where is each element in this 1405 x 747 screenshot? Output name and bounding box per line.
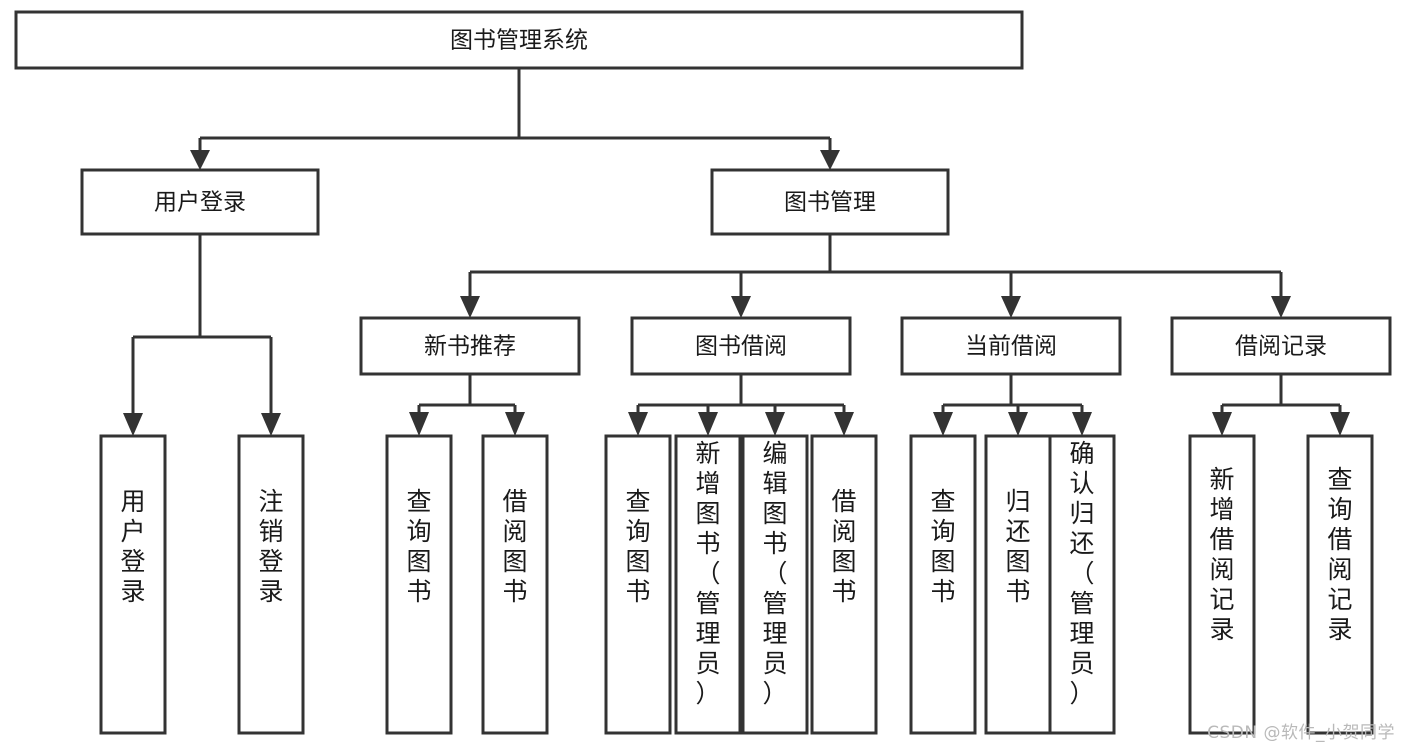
node-borrow-record-label: 借阅记录: [1235, 334, 1327, 360]
leaf-node-user-login[interactable]: 用户登录: [99, 434, 167, 735]
leaf-node-query-book-1[interactable]: 查询图书: [385, 434, 453, 735]
arrow-head-new-book-rec: [460, 296, 480, 318]
leaf-query-book-3-label: 查询图书: [930, 487, 955, 606]
leaf-logout-box: [237, 434, 305, 735]
node-new-book-recommend[interactable]: 新书推荐: [359, 316, 581, 376]
leaf-node-borrow-book-1[interactable]: 借阅图书: [481, 434, 549, 735]
arrow-head-leaf-return-book: [1008, 412, 1028, 436]
leaf-query-book-1-label: 查询图书: [406, 487, 431, 606]
arrow-head-leaf-query-book-1: [409, 412, 429, 436]
leaf-node-query-borrow-record[interactable]: 查询借阅记录: [1306, 434, 1374, 735]
leaf-confirm-return-admin-box: [1048, 434, 1116, 735]
node-book-borrow[interactable]: 图书借阅: [630, 316, 852, 376]
leaf-user-login-box: [99, 434, 167, 735]
arrow-head-book-mgmt: [820, 150, 840, 170]
node-root-system[interactable]: 图书管理系统: [14, 10, 1024, 70]
arrow-head-leaf-confirm-return: [1072, 412, 1092, 436]
leaf-add-book-admin-label: 新增图书（管理员）: [695, 439, 720, 708]
arrow-head-leaf-borrow-book-2: [834, 412, 854, 436]
arrow-head-leaf-add-book: [698, 412, 718, 436]
arrow-head-leaf-logout: [261, 413, 281, 436]
leaf-node-borrow-book-2[interactable]: 借阅图书: [810, 434, 878, 735]
node-root-box: [14, 10, 1024, 70]
arrow-head-leaf-edit-book: [765, 412, 785, 436]
leaf-add-book-admin-box: [674, 434, 742, 735]
node-new-book-recommend-box: [359, 316, 581, 376]
node-current-borrow-label: 当前借阅: [965, 334, 1057, 360]
leaf-query-book-2-label: 查询图书: [625, 487, 650, 606]
node-current-borrow[interactable]: 当前借阅: [900, 316, 1122, 376]
leaf-query-book-3-box: [909, 434, 977, 735]
connector-layer: [123, 68, 1350, 436]
node-user-login-label: 用户登录: [154, 190, 246, 216]
leaf-query-borrow-record-label: 查询借阅记录: [1327, 465, 1352, 644]
leaf-query-borrow-record-box: [1306, 434, 1374, 735]
arrow-head-user-login: [190, 150, 210, 170]
leaf-query-book-1-box: [385, 434, 453, 735]
arrow-head-leaf-query-record: [1330, 412, 1350, 436]
node-new-book-recommend-label: 新书推荐: [424, 334, 516, 360]
node-root-label: 图书管理系统: [450, 28, 588, 54]
leaf-return-book-label: 归还图书: [1005, 487, 1030, 606]
leaf-edit-book-admin-box: [741, 434, 809, 735]
arrow-head-leaf-user-login: [123, 413, 143, 436]
csdn-watermark: CSDN @软件_小贺同学: [1207, 723, 1395, 743]
arrow-head-current-borrow: [1001, 296, 1021, 318]
leaf-add-borrow-record-label: 新增借阅记录: [1209, 465, 1234, 644]
node-user-login-box: [80, 168, 320, 236]
leaf-node-add-borrow-record[interactable]: 新增借阅记录: [1188, 434, 1256, 735]
leaf-borrow-book-1-box: [481, 434, 549, 735]
arrow-head-leaf-query-book-3: [933, 412, 953, 436]
leaf-borrow-book-1-label: 借阅图书: [502, 487, 527, 606]
node-book-management-label: 图书管理: [784, 190, 876, 216]
node-borrow-record[interactable]: 借阅记录: [1170, 316, 1392, 376]
node-book-borrow-label: 图书借阅: [695, 334, 787, 360]
node-borrow-record-box: [1170, 316, 1392, 376]
leaf-add-borrow-record-box: [1188, 434, 1256, 735]
arrow-head-leaf-borrow-book-1: [505, 412, 525, 436]
node-user-login[interactable]: 用户登录: [80, 168, 320, 236]
leaf-node-return-book[interactable]: 归还图书: [984, 434, 1052, 735]
leaf-logout-label: 注销登录: [258, 487, 283, 606]
leaf-confirm-return-admin-label: 确认归还（管理员）: [1069, 439, 1094, 708]
node-current-borrow-box: [900, 316, 1122, 376]
leaf-node-query-book-2[interactable]: 查询图书: [604, 434, 672, 735]
node-book-management[interactable]: 图书管理: [710, 168, 950, 236]
leaf-node-add-book-admin[interactable]: 新增图书（管理员）: [674, 434, 742, 735]
leaf-return-book-box: [984, 434, 1052, 735]
arrow-head-leaf-add-record: [1212, 412, 1232, 436]
node-book-management-box: [710, 168, 950, 236]
leaf-node-confirm-return-admin[interactable]: 确认归还（管理员）: [1048, 434, 1116, 735]
leaf-borrow-book-2-label: 借阅图书: [831, 487, 856, 606]
leaf-node-query-book-3[interactable]: 查询图书: [909, 434, 977, 735]
leaf-borrow-book-2-box: [810, 434, 878, 735]
node-book-borrow-box: [630, 316, 852, 376]
arrow-head-leaf-query-book-2: [628, 412, 648, 436]
leaf-node-edit-book-admin[interactable]: 编辑图书（管理员）: [741, 434, 809, 735]
arrow-head-borrow-record: [1271, 296, 1291, 318]
leaf-user-login-label: 用户登录: [120, 487, 145, 606]
arrow-head-book-borrow: [731, 296, 751, 318]
leaf-edit-book-admin-label: 编辑图书（管理员）: [762, 439, 787, 708]
leaf-query-book-2-box: [604, 434, 672, 735]
leaf-node-logout[interactable]: 注销登录: [237, 434, 305, 735]
